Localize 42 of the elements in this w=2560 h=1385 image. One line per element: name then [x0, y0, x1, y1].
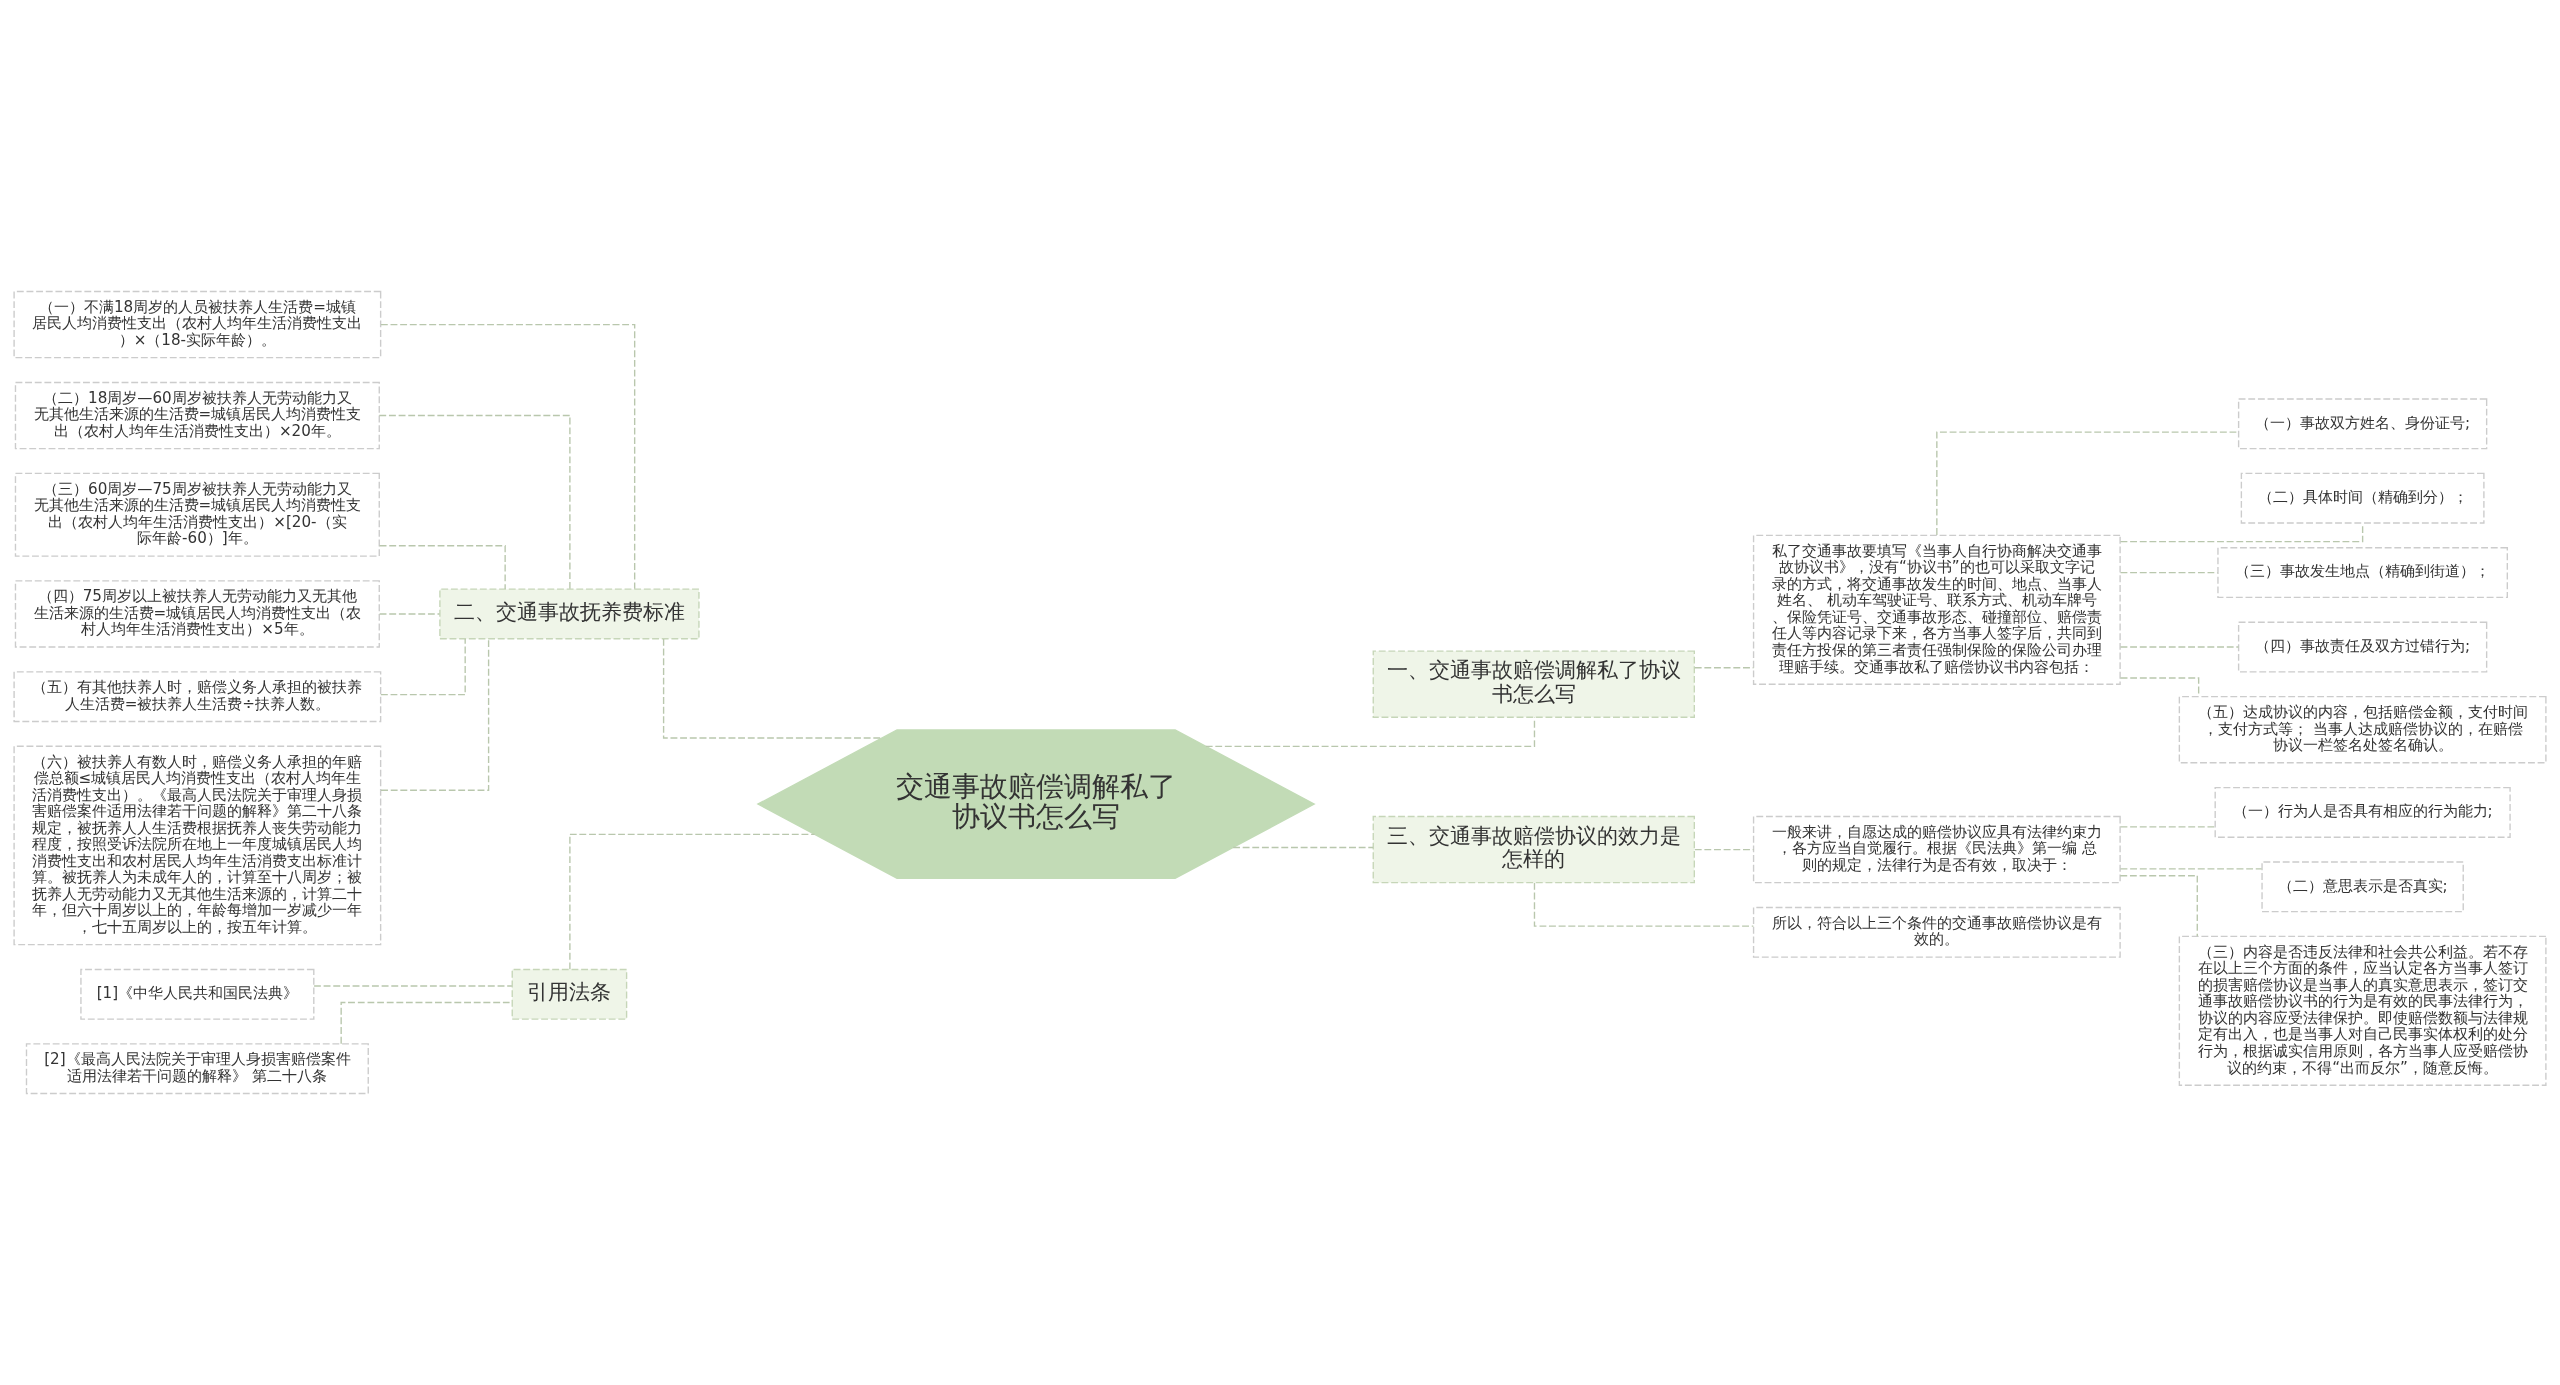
connector [2119, 868, 2263, 870]
node-box: 私了交通事故要填写《当事人自行协商解决交通事故协议书》，没有“协议书”的也可以采取文字记录的方式，将交通事故发生的时间、地点、当事人姓名、 机动车驾驶证号、联系方式、机动车牌号、保险凭证号、交通事故形态、碰撞部位、赔偿责任人等内容记录下来，各方当事人签字后，共同到责任方投保的第三者责任强制保险的保险公司办理理赔手续。交通事故私了赔偿协议书内容包括： [1752, 534, 2121, 685]
connector [340, 1001, 513, 1045]
node-box: （五）有其他扶养人时，赔偿义务人承担的被扶养人生活费=被扶养人生活费÷扶养人数。 [13, 671, 382, 723]
connector [1694, 848, 1755, 851]
node-box: （六）被扶养人有数人时，赔偿义务人承担的年赔偿总额≤城镇居民人均消费性支出（农村人均年生活消费性支出）。《最高人民法院关于审理人身损害赔偿案件适用法律若干问题的解释》第二十八条规定，被抚养人人生活费根据抚养人丧失劳动能力程度，按照受诉法院所在地上一年度城镇居民人均消费性支出和农村居民人均年生活消费支出标准计算。被抚养人为未成年人的，计算至十八周岁；被抚养人无劳动能力又无其他生活来源的，计算二十年，但六十周岁以上的，年龄每增加一岁减少一年，七十五周岁以上的，按五年计算。 [13, 745, 382, 946]
node-box: 一、交通事故赔偿调解私了协议书怎么写 [1372, 650, 1695, 718]
node-box: （二）18周岁—60周岁被扶养人无劳动能力又无其他生活来源的生活费=城镇居民人均消费性支出（农村人均年生活消费性支出）×20年。 [14, 381, 380, 450]
node-box: [1]《中华人民共和国民法典》 [80, 968, 315, 1020]
node-box: （五）达成协议的内容，包括赔偿金额，支付时间，支付方式等； 当事人达成赔偿协议的，在赔偿协议一栏签名处签名确认。 [2178, 695, 2547, 764]
connector [1694, 667, 1755, 669]
node-box: （二）具体时间（精确到分）； [2240, 472, 2485, 524]
connector [569, 833, 816, 970]
connector [378, 613, 441, 615]
node-box: （一）不满18周岁的人员被扶养人生活费=城镇居民人均消费性支出（农村人均年生活消费性支出）×（18-实际年龄）。 [13, 290, 382, 359]
connector [313, 985, 513, 987]
connector [1936, 431, 2239, 536]
connector [1232, 846, 1374, 849]
connector [380, 323, 636, 590]
connector [2119, 826, 2216, 828]
node-box: （一）事故双方姓名、身份证号; [2237, 398, 2488, 450]
node-box: 二、交通事故抚养费标准 [439, 588, 700, 640]
connector [378, 414, 571, 590]
node-box: （二）意思表示是否真实; [2261, 861, 2464, 913]
connector [378, 545, 506, 590]
connector [380, 638, 466, 696]
connector [1533, 882, 1754, 927]
node-box: [2]《最高人民法院关于审理人身损害赔偿案件适用法律若干问题的解释》 第二十八条 [25, 1043, 369, 1095]
node-box: 三、交通事故赔偿协议的效力是怎样的 [1372, 815, 1695, 884]
node-box: （一）行为人是否具有相应的行为能力; [2214, 786, 2511, 838]
node-box: （四）事故责任及双方过错行为; [2237, 621, 2488, 673]
connector [380, 638, 490, 791]
node-box: （三）60周岁—75周岁被扶养人无劳动能力又无其他生活来源的生活费=城镇居民人均消费性支出（农村人均年生活消费性支出）×[20-（实际年龄-60）]年。 [14, 472, 380, 557]
node-box: （四）75周岁以上被扶养人无劳动能力又无其他生活来源的生活费=城镇居民人均消费性支出（农村人均年生活消费性支出）×5年。 [14, 580, 380, 648]
connector [662, 638, 883, 739]
node-box: （三）事故发生地点（精确到街道）； [2217, 547, 2508, 599]
node-box: 所以，符合以上三个条件的交通事故赔偿协议是有效的。 [1752, 906, 2121, 958]
node-box: 一般来讲，自愿达成的赔偿协议应具有法律约束力，各方应当自觉履行。根据《民法典》第一编 总则的规定，法律行为是否有效，取决于： [1752, 815, 2121, 884]
node-box: （三）内容是否违反法律和社会共公利益。若不存在以上三个方面的条件，应当认定各方当事人签订的损害赔偿协议是当事人的真实意思表示，签订交通事故赔偿协议书的行为是有效的民事法律行为，协议的内容应受法律保护。即使赔偿数额与法律规定有出入，也是当事人对自己民事实体权利的处分行为，根据诚实信用原则，各方当事人应受赔偿协议的约束，不得“出而反尔”，随意反悔。 [2178, 935, 2547, 1086]
connector [2119, 646, 2240, 648]
node-box: 引用法条 [511, 968, 628, 1020]
connector [2119, 875, 2198, 937]
